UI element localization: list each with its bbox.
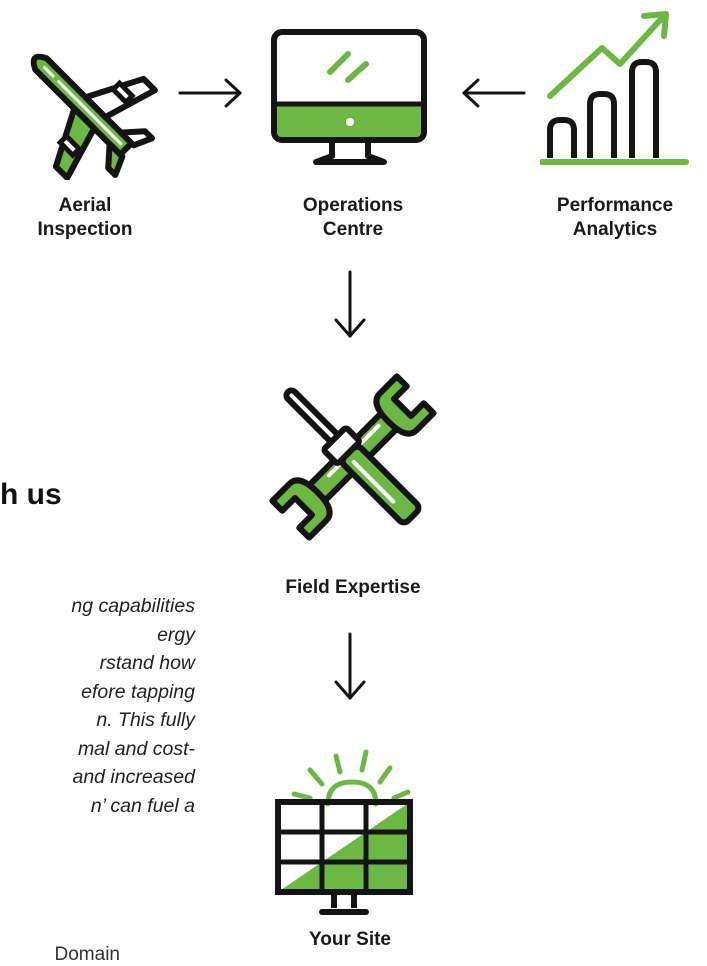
wrench-screwdriver-icon bbox=[269, 373, 437, 541]
node-performance-analytics bbox=[539, 8, 700, 168]
airplane-icon bbox=[30, 53, 158, 181]
node-operations-centre bbox=[268, 26, 438, 171]
label-operations-centre: Operations Centre bbox=[302, 195, 404, 240]
section-heading-fragment: h us bbox=[0, 478, 62, 511]
node-aerial-inspection bbox=[5, 20, 165, 181]
node-field-expertise bbox=[258, 372, 448, 542]
arrow-aerial-to-operations bbox=[178, 78, 242, 108]
arrow-field-to-site bbox=[334, 632, 366, 700]
node-your-site bbox=[270, 738, 440, 918]
solar-panel-icon bbox=[275, 749, 413, 915]
monitor-icon bbox=[271, 29, 427, 165]
label-aerial-inspection: Aerial Inspection bbox=[37, 195, 133, 240]
arrow-analytics-to-operations bbox=[462, 78, 526, 108]
label-your-site: Your Site bbox=[309, 929, 391, 950]
bottom-text-fragment: Domain bbox=[54, 944, 120, 965]
label-performance-analytics: Performance Analytics bbox=[556, 195, 674, 240]
label-field-expertise: Field Expertise bbox=[285, 577, 421, 598]
arrow-operations-to-field bbox=[334, 270, 366, 338]
bar-chart-growth-icon bbox=[539, 11, 689, 165]
body-text-fragment: ng capabilities ergy rstand how efore ta… bbox=[71, 595, 195, 817]
